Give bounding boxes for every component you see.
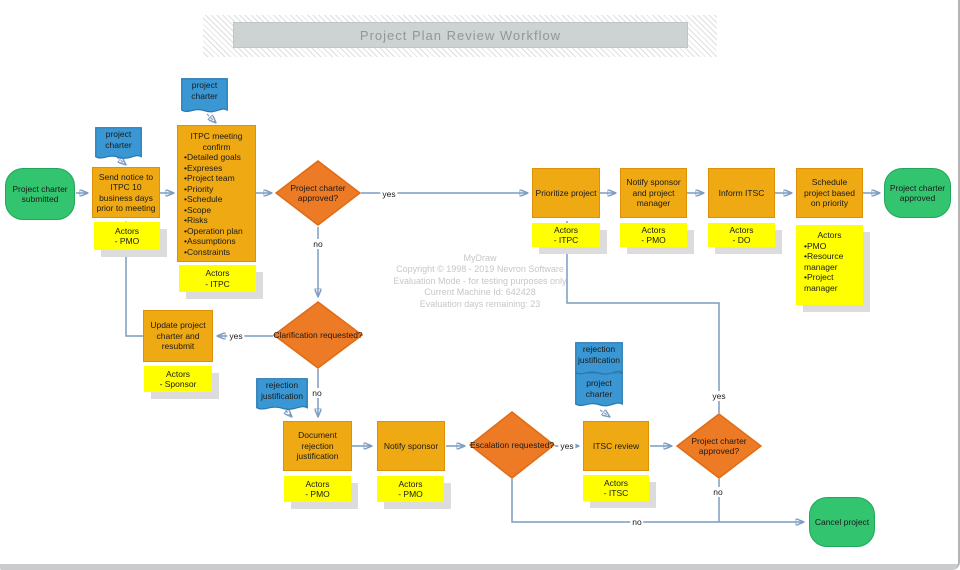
process-document-rejection-justification[interactable]: Document rejection justification (283, 421, 352, 471)
edge-label-no-1: no (311, 239, 325, 249)
note-text: Actors - Sponsor (159, 368, 197, 390)
note-actors-pmo-document-rejection[interactable]: Actors - PMO (284, 476, 351, 502)
document-project-charter-3[interactable]: project charter (575, 372, 623, 412)
process-notify-sponsor[interactable]: Notify sponsor (377, 421, 445, 471)
note-text: Actors - PMO (398, 478, 423, 500)
evaluation-watermark: MyDraw Copyright © 1998 - 2019 Nevron So… (300, 253, 660, 310)
note-actors-schedule[interactable]: Actors •PMO •Resource manager •Project m… (796, 225, 863, 305)
node-label: Escalation requested? (469, 439, 555, 450)
node-label: ITSC review (592, 440, 640, 451)
edge-label-yes-3: yes (558, 441, 576, 451)
document-project-charter-2[interactable]: project charter (181, 78, 228, 118)
document-shape (575, 342, 623, 375)
document-rejection-justification-2[interactable]: rejection justification (575, 342, 623, 380)
connector-approved2-yes-to-prioritize[interactable] (566, 221, 720, 413)
connector-doc-stack-to-itsc-review[interactable] (599, 410, 610, 417)
connector-doc-charter1-to-send-notice[interactable] (116, 156, 126, 165)
watermark-line: Copyright © 1998 - 2019 Nevron Software (396, 264, 564, 275)
node-label: Project charter approved (889, 182, 946, 204)
diamond-shape (275, 160, 361, 226)
node-label: Cancel project (814, 516, 870, 527)
connector-doc-charter2-to-itpc-meeting[interactable] (206, 113, 216, 123)
process-prioritize-project[interactable]: Prioritize project (532, 168, 600, 218)
node-label: rejection justification (260, 380, 304, 401)
node-label: ITPC meeting confirm (190, 131, 243, 152)
note-actors-itpc-prioritize[interactable]: Actors - ITPC (532, 223, 600, 247)
document-shape (181, 78, 228, 113)
process-notify-sponsor-and-pm[interactable]: Notify sponsor and project manager (620, 168, 687, 218)
process-update-project-charter[interactable]: Update project charter and resubmit (143, 310, 213, 362)
title-banner: Project Plan Review Workflow (203, 15, 717, 57)
node-label: Project charter approved? (290, 182, 346, 204)
node-label: Clarification requested? (273, 329, 363, 340)
node-label: Send notice to ITPC 10 business days pri… (96, 171, 156, 214)
node-label: Project charter approved? (691, 435, 747, 457)
diamond-shape (469, 411, 555, 479)
node-label: project charter (191, 80, 218, 101)
node-label: Inform ITSC (718, 187, 765, 198)
node-label: Notify sponsor (383, 440, 439, 451)
document-project-charter-1[interactable]: project charter (95, 127, 142, 164)
node-label: rejection justification (577, 344, 621, 365)
node-label: project charter (105, 129, 132, 150)
decision-clarification-requested[interactable]: Clarification requested? (273, 301, 363, 369)
diamond-shape (676, 413, 762, 479)
note-actors-pmo-notify-sponsor-pm[interactable]: Actors - PMO (620, 223, 687, 247)
decision-project-charter-approved-2[interactable]: Project charter approved? (676, 413, 762, 479)
edge-label-no-2: no (310, 388, 324, 398)
node-label: Document rejection justification (296, 430, 339, 462)
page-title: Project Plan Review Workflow (233, 22, 688, 48)
edge-label-yes-4: yes (710, 391, 728, 401)
node-label: project charter (585, 378, 613, 399)
edge-label-yes-2: yes (227, 331, 245, 341)
note-text: Actors - ITPC (553, 224, 579, 246)
document-rejection-justification-1[interactable]: rejection justification (256, 378, 308, 415)
note-actors-pmo-send-notice[interactable]: Actors - PMO (94, 222, 160, 250)
connector-update-to-send-notice[interactable] (126, 222, 143, 337)
node-bullet-list: •Detailed goals •Expreses •Project team … (184, 152, 243, 257)
note-text: Actors - PMO (641, 224, 666, 246)
note-text: Actors - PMO (114, 225, 140, 247)
note-actors-do-inform-itsc[interactable]: Actors - DO (708, 223, 775, 247)
watermark-line: Evaluation Mode - for testing purposes o… (393, 275, 567, 286)
node-label: Schedule project based on priority (803, 177, 856, 209)
edge-label-no-3: no (630, 517, 644, 527)
decision-project-charter-approved-1[interactable]: Project charter approved? (275, 160, 361, 226)
terminator-cancel-project[interactable]: Cancel project (809, 497, 875, 547)
process-itpc-meeting-confirm[interactable]: ITPC meeting confirm •Detailed goals •Ex… (177, 125, 256, 262)
terminator-project-charter-approved[interactable]: Project charter approved (884, 168, 951, 218)
process-itsc-review[interactable]: ITSC review (583, 421, 649, 471)
terminator-project-charter-submitted[interactable]: Project charter submitted (5, 168, 75, 220)
decision-escalation-requested[interactable]: Escalation requested? (469, 411, 555, 479)
node-label: Prioritize project (535, 187, 597, 198)
note-text: Actors - ITPC (205, 268, 230, 289)
node-label: Update project charter and resubmit (150, 320, 206, 352)
note-text: Actors - ITSC (603, 477, 629, 499)
node-label: Notify sponsor and project manager (626, 177, 681, 209)
note-actors-itsc-review[interactable]: Actors - ITSC (583, 475, 649, 501)
diamond-shape (273, 301, 363, 369)
note-bullet-list: •PMO •Resource manager •Project manager (804, 240, 844, 293)
watermark-line: Evaluation days remaining: 23 (419, 298, 541, 309)
watermark-line: Current Machine Id: 642428 (424, 287, 536, 298)
process-schedule-project[interactable]: Schedule project based on priority (796, 168, 863, 218)
note-text: Actors - PMO (305, 478, 330, 500)
page-bottom-bar (0, 564, 958, 570)
note-actors-sponsor-update[interactable]: Actors - Sponsor (144, 366, 212, 392)
connector-escalation-no-to-cancel[interactable] (511, 479, 804, 522)
note-actors-itpc-meeting[interactable]: Actors - ITPC (179, 265, 256, 292)
process-inform-itsc[interactable]: Inform ITSC (708, 168, 775, 218)
note-text: Actors (817, 230, 842, 240)
edge-label-no-4: no (711, 487, 725, 497)
note-actors-pmo-notify-sponsor[interactable]: Actors - PMO (377, 476, 444, 502)
node-label: Project charter submitted (12, 183, 68, 205)
document-shape (256, 378, 308, 410)
process-send-notice[interactable]: Send notice to ITPC 10 business days pri… (92, 167, 160, 218)
note-text: Actors - DO (729, 224, 754, 246)
edge-label-yes-1: yes (380, 189, 398, 199)
document-shape (575, 372, 623, 407)
watermark-line: MyDraw (463, 253, 497, 263)
